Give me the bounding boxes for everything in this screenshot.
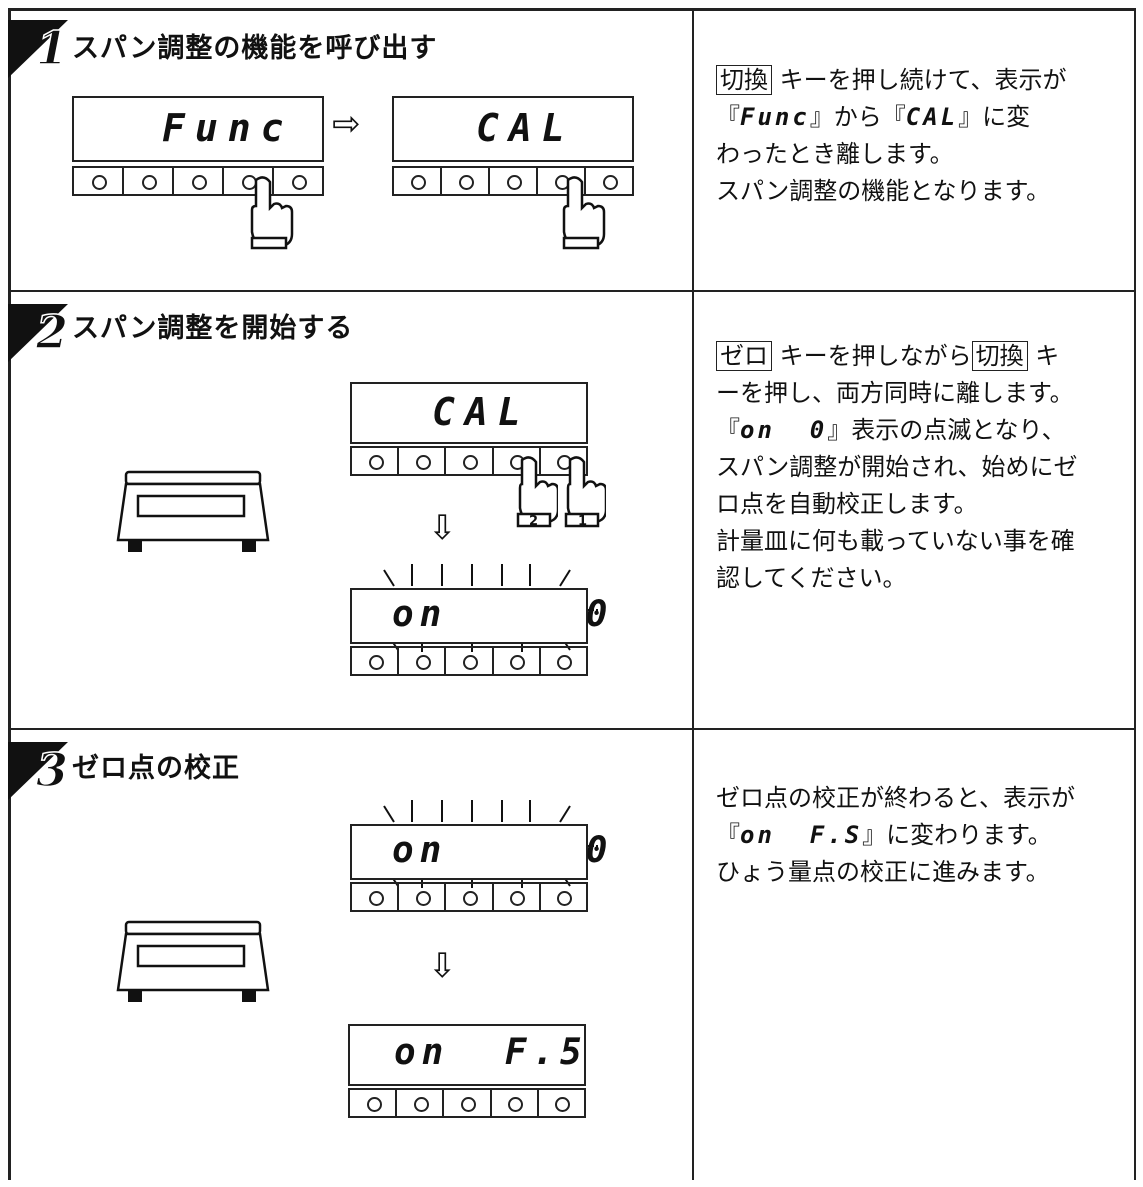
step-1-title: スパン調整の機能を呼び出す bbox=[72, 33, 438, 64]
desc-text: 『 bbox=[716, 416, 740, 444]
display-text: CAL bbox=[432, 390, 531, 434]
row-divider-1 bbox=[8, 290, 1136, 292]
desc-line: ゼロ点の校正が終わると、表示が bbox=[716, 784, 1076, 812]
segment-text: CAL bbox=[905, 103, 959, 131]
desc-line: スパン調整が開始され、始めにゼ bbox=[716, 453, 1078, 481]
step-1-display-before: Func bbox=[72, 96, 324, 162]
finger-label-2: 2 bbox=[529, 514, 538, 529]
step-number-3: 3 bbox=[36, 743, 68, 797]
step-2-description: ゼロ キーを押しながら切換 キ ーを押し、両方同時に離します。 『on 0』表示… bbox=[716, 338, 1136, 597]
instruction-table: 1 スパン調整の機能を呼び出す Func ⇨ CAL 切換 キーを押し続けて、表… bbox=[8, 8, 1136, 1180]
step-3-display-on0: on 0 bbox=[350, 824, 607, 880]
desc-line: わったとき離します。 bbox=[716, 140, 954, 168]
desc-line: 計量皿に何も載っていない事を確 bbox=[716, 527, 1075, 555]
desc-text: キーを押し続けて、表示が bbox=[779, 66, 1067, 94]
desc-text: 』から『 bbox=[809, 103, 906, 131]
step-number-2-icon: 2 bbox=[8, 304, 68, 362]
desc-text: 』表示の点滅となり、 bbox=[827, 416, 1066, 444]
arrow-right-icon: ⇨ bbox=[332, 104, 361, 144]
segment-text: on F.S bbox=[740, 821, 863, 849]
step-2-title: スパン調整を開始する bbox=[72, 313, 354, 344]
step-3-display-onfs: on F.5 bbox=[348, 1024, 586, 1086]
step-number-1: 1 bbox=[36, 21, 68, 75]
desc-line: ーを押し、両方同時に離します。 bbox=[716, 379, 1074, 407]
arrow-down-icon: ⇩ bbox=[428, 508, 457, 548]
arrow-down-icon: ⇩ bbox=[428, 946, 457, 986]
step-number-3-icon: 3 bbox=[8, 742, 68, 800]
table-border-top bbox=[8, 8, 1136, 11]
desc-text: キーを押しながら bbox=[779, 342, 972, 370]
desc-text: 『 bbox=[716, 821, 740, 849]
step-1-display-after: CAL bbox=[392, 96, 634, 162]
finger-label-1: 1 bbox=[578, 514, 587, 529]
display-text: Func bbox=[162, 106, 294, 150]
scale-icon bbox=[116, 920, 270, 1002]
desc-line: ロ点を自動校正します。 bbox=[716, 490, 978, 518]
key-label: ゼロ bbox=[716, 341, 772, 371]
desc-line: ひょう量点の校正に進みます。 bbox=[716, 858, 1050, 886]
pressing-hand-icon bbox=[562, 176, 606, 250]
key-label: 切換 bbox=[716, 65, 772, 95]
display-text: on F.5 bbox=[394, 1032, 588, 1073]
display-text: CAL bbox=[476, 106, 575, 150]
step-number-2: 2 bbox=[35, 305, 68, 359]
step-2-display-on0: on 0 bbox=[350, 588, 607, 644]
row-divider-2 bbox=[8, 728, 1136, 730]
desc-line: 認してください。 bbox=[716, 564, 907, 592]
desc-text: 』に変 bbox=[958, 103, 1031, 131]
column-divider bbox=[692, 8, 694, 1180]
display-text: on 0 bbox=[392, 594, 614, 635]
display-text: on 0 bbox=[392, 830, 614, 871]
segment-text: Func bbox=[740, 103, 810, 131]
table-border-right bbox=[1134, 8, 1136, 1180]
step-2-display-cal: CAL bbox=[350, 382, 588, 444]
key-label: 切換 bbox=[971, 341, 1028, 371]
step-number-1-icon: 1 bbox=[8, 20, 68, 78]
step-3-keypad-blink bbox=[350, 882, 588, 912]
table-border-left bbox=[8, 8, 11, 1180]
segment-text: on 0 bbox=[740, 416, 828, 444]
desc-text: 』に変わります。 bbox=[862, 821, 1052, 849]
step-3-keypad bbox=[348, 1088, 586, 1118]
step-2-keypad-blink bbox=[350, 646, 588, 676]
step-1-keypad-before bbox=[72, 166, 324, 196]
step-1-description: 切換 キーを押し続けて、表示が 『Func』から『CAL』に変 わったとき離しま… bbox=[716, 62, 1136, 210]
scale-icon bbox=[116, 470, 270, 552]
pressing-hand-2-icon: 2 bbox=[516, 456, 558, 529]
step-3-description: ゼロ点の校正が終わると、表示が 『on F.S』に変わります。 ひょう量点の校正… bbox=[716, 780, 1136, 891]
pressing-hand-icon bbox=[250, 176, 294, 250]
desc-line: スパン調整の機能となります。 bbox=[716, 177, 1051, 205]
desc-text: 『 bbox=[716, 103, 740, 131]
desc-text: キ bbox=[1035, 342, 1060, 370]
pressing-hand-1-icon: 1 bbox=[564, 456, 606, 529]
step-3-title: ゼロ点の校正 bbox=[72, 753, 240, 784]
